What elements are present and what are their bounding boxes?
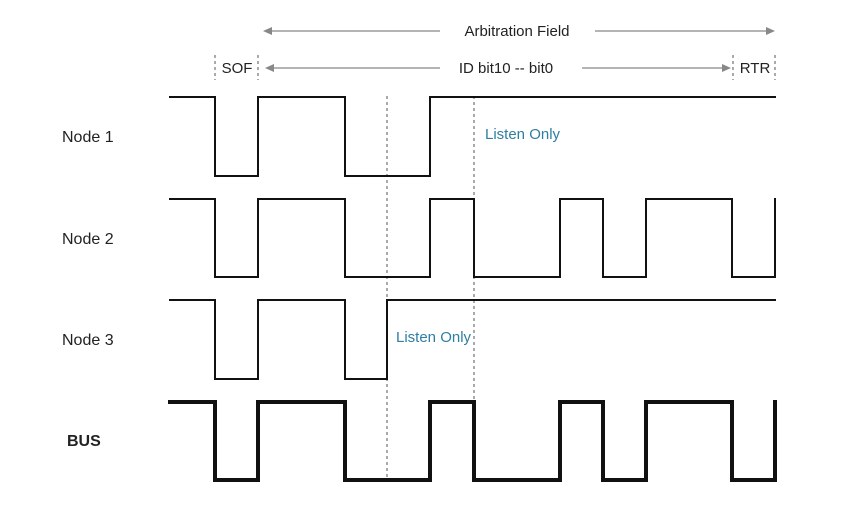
bus-label: BUS: [67, 433, 101, 450]
arbitration-field-header: Arbitration Field: [263, 23, 775, 40]
node2-label: Node 2: [62, 231, 114, 248]
node3-label: Node 3: [62, 332, 114, 349]
id-arrow-left-head-icon: [265, 64, 274, 72]
field-segments-header: SOF ID bit10 -- bit0 RTR: [214, 55, 776, 80]
node3-waveform: [169, 299, 776, 380]
node1-label: Node 1: [62, 129, 114, 146]
id-bits-label: ID bit10 -- bit0: [459, 60, 553, 77]
arrow-right-head-icon: [766, 27, 775, 35]
node1-waveform: [169, 96, 776, 177]
arrow-left-head-icon: [263, 27, 272, 35]
arbitration-field-label: Arbitration Field: [464, 23, 569, 40]
node1-listen-only-note: Listen Only: [485, 126, 561, 143]
rtr-label: RTR: [740, 60, 771, 77]
sof-label: SOF: [222, 60, 253, 77]
node3-listen-only-note: Listen Only: [396, 329, 472, 346]
node2-waveform: [169, 198, 776, 278]
id-arrow-right-head-icon: [722, 64, 731, 72]
bus-waveform: [168, 400, 777, 482]
